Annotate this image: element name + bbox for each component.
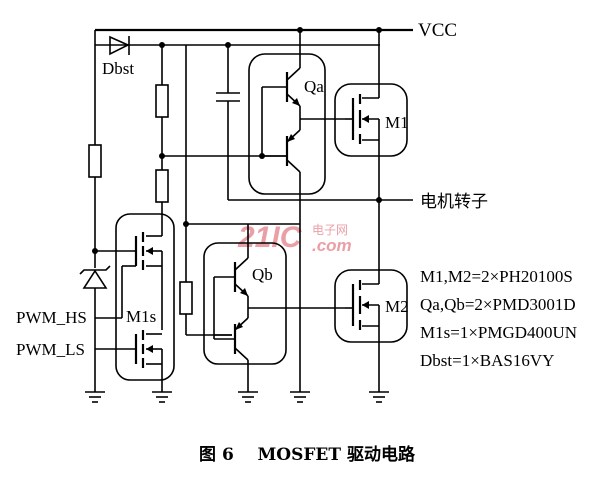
ground-2 [152,391,172,403]
left-resistor [88,45,134,268]
watermark-logo: 21IC 电子网 .com [237,221,352,255]
boot-rail [95,42,380,48]
figure-caption: 图 6 MOSFET 驱动电路 [199,444,416,465]
diode-dbst [94,30,130,56]
mid-column [179,45,232,336]
boot-capacitor [216,45,240,200]
qa-label: Qa [304,77,324,96]
ground-3 [238,372,258,403]
ground-4 [290,391,310,403]
m2-mosfet [345,200,380,392]
rotor-label: 电机转子 [420,192,488,211]
ground-1 [85,372,105,403]
watermark-main: 21IC [237,221,303,254]
vcc-label: VCC [418,20,457,41]
qb-transistors [213,224,345,372]
ground-5 [369,391,389,403]
zener-diode [79,265,111,372]
parts-list: M1,M2=2×PH20100S Qa,Qb=2×PMD3001D M1s=1×… [420,267,577,370]
pwm-ls-label: PWM_LS [16,340,85,359]
pwm-hs-label: PWM_HS [16,308,87,327]
dbst-label: Dbst [102,59,134,78]
qb-group [203,242,287,365]
qb-label: Qb [252,265,273,284]
m1s-group [115,213,175,381]
parts-list-item: Qa,Qb=2×PMD3001D [420,295,576,314]
qa-transistors [259,30,345,200]
m1-group [334,83,408,157]
m2-group [334,269,408,343]
vcc-rail [95,27,413,33]
m1s-label: M1s [126,307,156,326]
watermark-sub: .com [312,236,352,255]
m1-label: M1 [385,113,409,132]
m1s-mosfets [95,224,163,392]
parts-list-item: Dbst=1×BAS16VY [420,351,554,370]
qa-group [248,53,326,195]
parts-list-item: M1,M2=2×PH20100S [420,267,573,286]
boot-resistors [155,45,169,224]
parts-list-item: M1s=1×PMGD400UN [420,323,577,342]
m2-label: M2 [385,297,409,316]
m1-mosfet [345,30,380,200]
ground-symbols [85,372,389,403]
watermark-cn: 电子网 [312,223,348,237]
